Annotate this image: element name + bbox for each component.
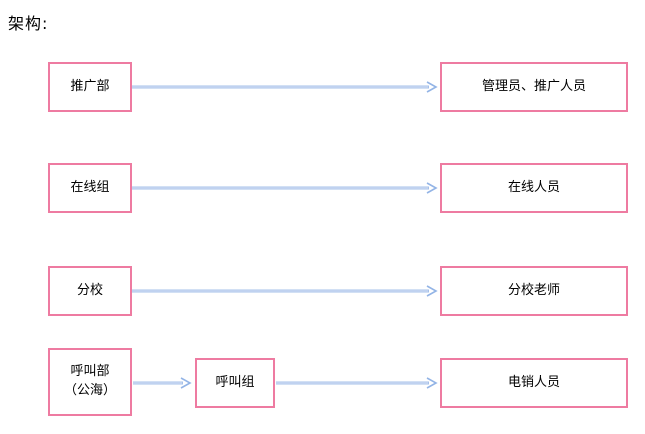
arrow-connector-row4-left xyxy=(133,377,192,389)
arrow-connector-row1 xyxy=(132,81,438,93)
node-online-group: 在线组 xyxy=(48,163,132,213)
page-title: 架构: xyxy=(8,14,49,33)
node-branch-teachers: 分校老师 xyxy=(440,266,628,316)
node-call-dept-public-pool: 呼叫部 （公海） xyxy=(48,348,132,416)
node-telesales-staff: 电销人员 xyxy=(440,358,628,408)
node-admin-promotion-staff: 管理员、推广人员 xyxy=(440,62,628,112)
node-call-group: 呼叫组 xyxy=(195,358,275,408)
arrow-connector-row4-right xyxy=(276,377,438,389)
node-promotion-dept: 推广部 xyxy=(48,62,132,112)
node-branch-school: 分校 xyxy=(48,266,132,316)
arrow-connector-row3 xyxy=(132,285,438,297)
arrow-connector-row2 xyxy=(132,182,438,194)
node-online-staff: 在线人员 xyxy=(440,163,628,213)
